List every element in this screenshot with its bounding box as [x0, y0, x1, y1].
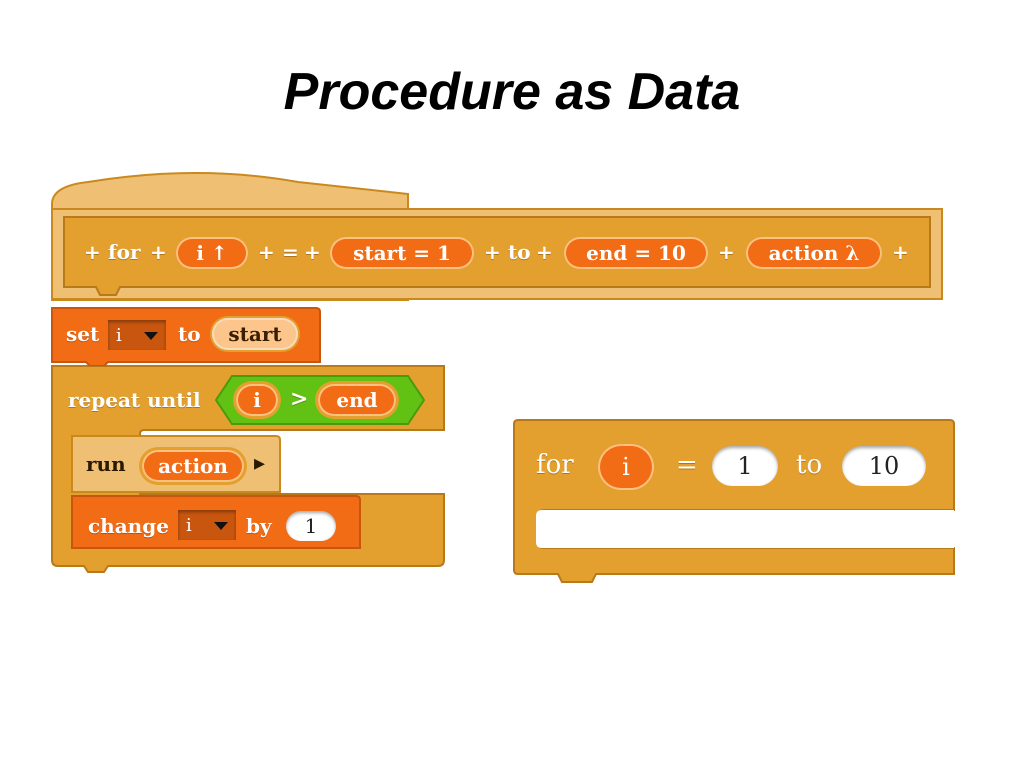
for-var-i[interactable]: i — [598, 444, 654, 490]
change-label: change — [88, 514, 169, 538]
expand-arrow-icon[interactable]: ▸ — [254, 450, 266, 476]
param-end-input[interactable]: end = 10 — [564, 237, 708, 269]
change-var-value: i — [186, 514, 192, 536]
chevron-down-icon — [214, 522, 228, 530]
hat-eq-label: = — [282, 240, 299, 264]
hat-plus-5[interactable]: + — [484, 240, 501, 264]
hat-block-body — [51, 208, 944, 300]
for-limit-input[interactable]: 10 — [842, 446, 926, 486]
set-value-start[interactable]: start — [212, 318, 298, 350]
for-block-body — [513, 419, 955, 583]
hat-to-label: to — [508, 240, 531, 264]
hat-plus-2[interactable]: + — [150, 240, 167, 264]
param-start-input[interactable]: start = 1 — [330, 237, 474, 269]
param-i-input[interactable]: i ↑ — [176, 237, 248, 269]
repeat-until-label: repeat until — [68, 388, 201, 412]
set-var-dropdown[interactable]: i — [108, 320, 166, 350]
param-action-input[interactable]: action λ — [746, 237, 882, 269]
change-var-dropdown[interactable]: i — [178, 510, 236, 540]
for-from-input[interactable]: 1 — [712, 446, 778, 486]
change-by-label: by — [246, 514, 272, 538]
set-var-value: i — [116, 324, 122, 346]
condition-operator: > — [290, 386, 309, 412]
hat-for-label: for — [108, 240, 141, 264]
for-to-label: to — [796, 450, 823, 480]
set-to-label: to — [178, 322, 201, 346]
run-label: run — [86, 452, 126, 476]
for-label: for — [536, 450, 574, 480]
slide-title: Procedure as Data — [283, 63, 741, 121]
for-eq-label: = — [676, 450, 698, 480]
hat-plus-1[interactable]: + — [84, 240, 101, 264]
run-action-arg[interactable]: action — [142, 450, 244, 482]
hat-plus-8[interactable]: + — [892, 240, 909, 264]
change-value-input[interactable]: 1 — [286, 511, 336, 541]
chevron-down-icon — [144, 332, 158, 340]
set-label: set — [66, 322, 100, 346]
hat-plus-4[interactable]: + — [304, 240, 321, 264]
condition-end[interactable]: end — [318, 384, 396, 416]
hat-plus-6[interactable]: + — [536, 240, 553, 264]
hat-plus-3[interactable]: + — [258, 240, 275, 264]
hat-plus-7[interactable]: + — [718, 240, 735, 264]
condition-var-i[interactable]: i — [236, 384, 278, 416]
